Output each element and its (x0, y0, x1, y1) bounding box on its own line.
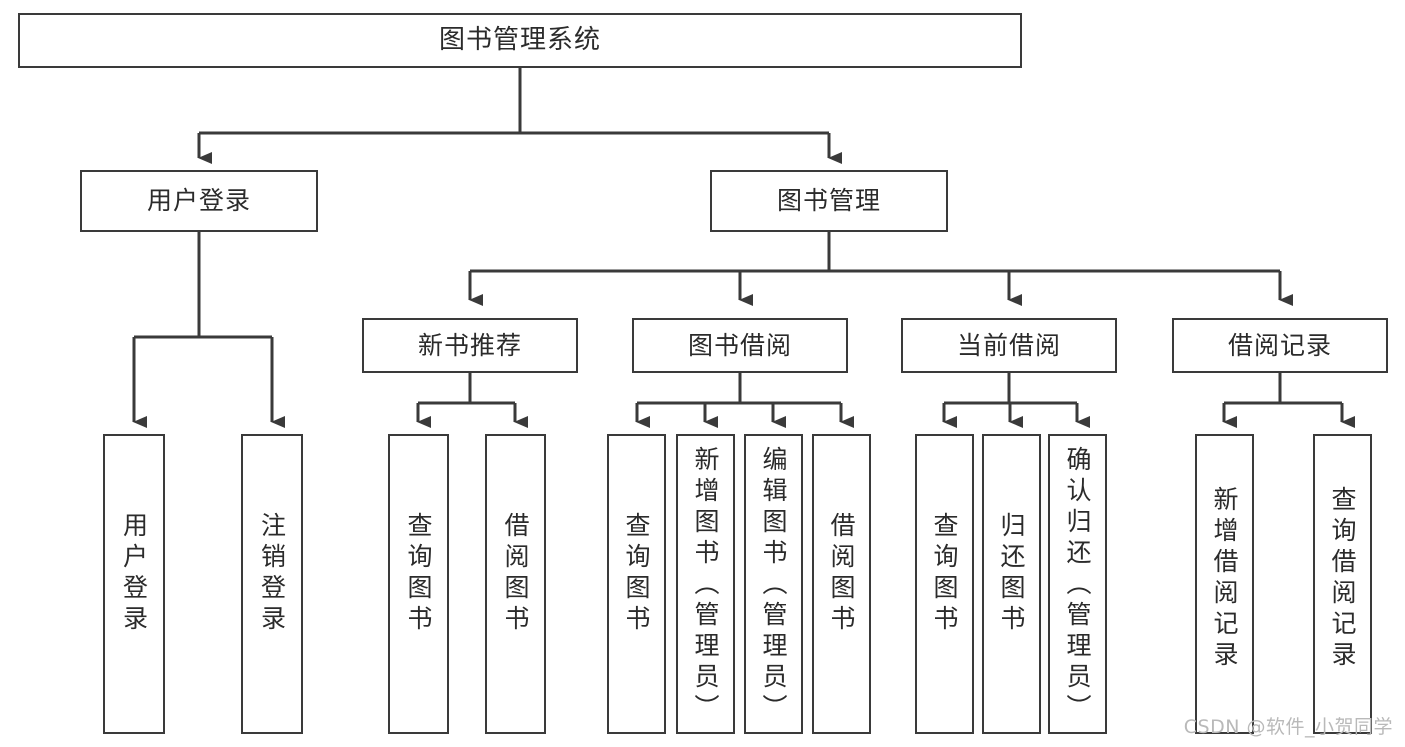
node-label: 查询图书 (404, 512, 433, 636)
node-leaf-query-book-3[interactable]: 查询图书 (915, 434, 974, 734)
node-label: 新书推荐 (417, 330, 522, 360)
node-leaf-user-login[interactable]: 用户登录 (103, 434, 165, 734)
node-label: 借阅记录 (1227, 330, 1332, 360)
node-root-book-management-system[interactable]: 图书管理系统 (18, 13, 1022, 68)
node-label: 图书管理系统 (438, 25, 601, 56)
node-new-book-recommend[interactable]: 新书推荐 (362, 318, 578, 373)
node-label: 查询图书 (930, 512, 959, 636)
node-leaf-edit-book-admin[interactable]: 编辑图书（管理员） (744, 434, 803, 734)
node-leaf-borrow-book-1[interactable]: 借阅图书 (485, 434, 546, 734)
node-label: 用户登录 (146, 186, 251, 216)
node-leaf-logout-login[interactable]: 注销登录 (241, 434, 303, 734)
node-leaf-add-book-admin[interactable]: 新增图书（管理员） (676, 434, 735, 734)
node-label: 借阅图书 (827, 512, 856, 636)
node-label: 注销登录 (257, 512, 287, 636)
node-current-borrow[interactable]: 当前借阅 (901, 318, 1117, 373)
node-leaf-add-borrow-record[interactable]: 新增借阅记录 (1195, 434, 1254, 734)
node-label: 借阅图书 (501, 512, 530, 636)
node-label: 当前借阅 (956, 330, 1061, 360)
node-borrow-record[interactable]: 借阅记录 (1172, 318, 1388, 373)
node-leaf-query-book-1[interactable]: 查询图书 (388, 434, 449, 734)
node-label: 查询借阅记录 (1328, 486, 1357, 672)
node-leaf-return-book[interactable]: 归还图书 (982, 434, 1041, 734)
node-label: 图书管理 (776, 186, 881, 216)
node-leaf-borrow-book-2[interactable]: 借阅图书 (812, 434, 871, 734)
node-book-borrow[interactable]: 图书借阅 (632, 318, 848, 373)
node-label: 新增图书（管理员） (691, 446, 720, 725)
node-book-management[interactable]: 图书管理 (710, 170, 948, 232)
node-label: 归还图书 (997, 512, 1026, 636)
node-label: 确认归还（管理员） (1063, 446, 1092, 725)
node-label: 图书借阅 (687, 330, 792, 360)
node-label: 用户登录 (119, 512, 149, 636)
csdn-watermark: CSDN @软件_小贺同学 (1183, 716, 1393, 738)
node-label: 编辑图书（管理员） (759, 446, 788, 725)
node-user-login[interactable]: 用户登录 (80, 170, 318, 232)
node-leaf-query-book-2[interactable]: 查询图书 (607, 434, 666, 734)
node-leaf-query-borrow-record[interactable]: 查询借阅记录 (1313, 434, 1372, 734)
node-label: 查询图书 (622, 512, 651, 636)
node-leaf-confirm-return-admin[interactable]: 确认归还（管理员） (1048, 434, 1107, 734)
node-label: 新增借阅记录 (1210, 486, 1239, 672)
